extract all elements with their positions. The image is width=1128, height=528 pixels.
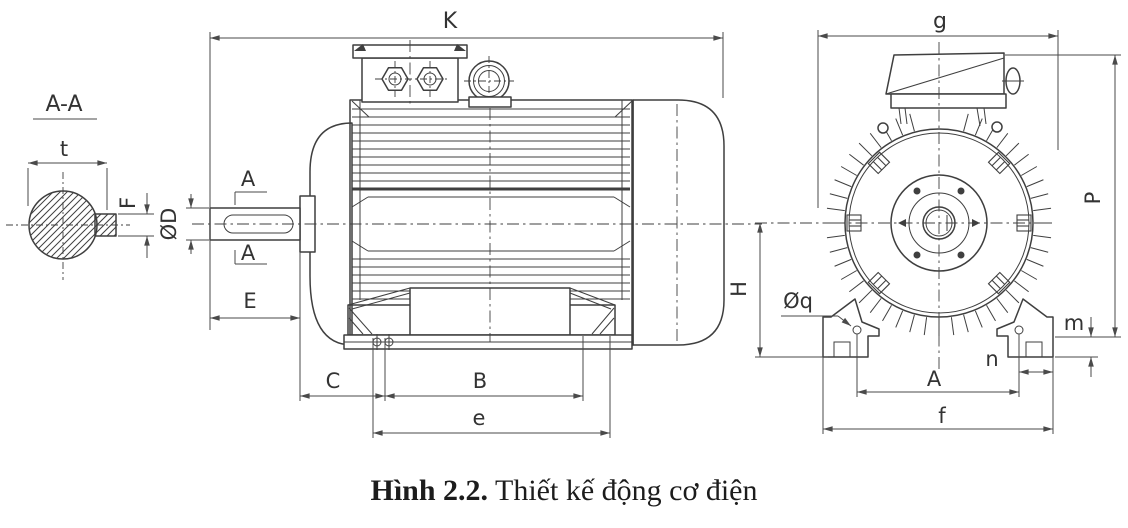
dim-label-t: t <box>60 137 68 161</box>
motor-technical-drawing: A-A t F <box>6 9 1121 438</box>
section-title: A-A <box>45 92 82 117</box>
dim-label-q: Øq <box>783 289 813 313</box>
front-endbell <box>309 122 353 346</box>
dim-shaft-length: E <box>210 252 301 401</box>
dim-height-p: P <box>1005 54 1121 337</box>
dim-shaft-diameter: ØD <box>157 194 209 254</box>
side-view: A A K ØD E C <box>157 9 762 438</box>
section-view-aa: A-A t F <box>6 92 154 280</box>
dim-label-e-shaft: E <box>243 289 256 313</box>
hatch-pattern <box>29 191 116 259</box>
terminal-box-front <box>877 52 1024 134</box>
front-view: g P H Øq m <box>727 9 1121 434</box>
dim-n: n <box>985 347 1053 375</box>
cooling-fins-side <box>351 108 631 300</box>
dim-label-h: H <box>727 281 751 297</box>
dim-label-g: g <box>933 9 947 34</box>
box-lid <box>885 52 1005 95</box>
dim-overall-length: K <box>209 9 724 330</box>
dim-foot-span: A <box>856 334 1020 397</box>
dim-hole-diameter: Øq <box>781 289 852 327</box>
section-cut-marks: A A <box>234 167 267 265</box>
dim-b: B <box>385 336 584 401</box>
dim-label-f-key: F <box>116 197 140 209</box>
dim-label-a: A <box>927 367 942 391</box>
dim-foot-thickness: m <box>1055 311 1121 377</box>
dim-label-n: n <box>985 347 998 371</box>
cooling-fins-front <box>826 113 1052 336</box>
figure-caption: Hình 2.2. Thiết kế động cơ điện <box>0 474 1128 508</box>
mounting-feet-front <box>822 298 1054 358</box>
dim-label-d: ØD <box>157 208 181 241</box>
mounting-foot-side <box>343 287 633 350</box>
rear-endcap <box>632 99 725 346</box>
terminal-box-side <box>352 40 468 106</box>
dim-t: t <box>27 137 108 210</box>
dim-label-p: P <box>1081 192 1105 205</box>
dim-label-k: K <box>443 9 458 34</box>
dim-label-b: B <box>473 369 487 393</box>
figure-number: Hình 2.2. <box>370 474 489 507</box>
box-bolt-left <box>877 122 889 134</box>
dim-foot-width: f <box>822 357 1054 434</box>
dim-overall-width: g <box>817 9 1059 208</box>
dim-label-m: m <box>1064 311 1084 335</box>
dim-e-total: e <box>372 336 611 438</box>
stator-clips <box>846 151 1032 295</box>
lifting-eye <box>464 56 514 108</box>
dim-key-height: F <box>116 193 154 258</box>
cut-mark-label-top: A <box>241 167 256 191</box>
figure-title: Thiết kế động cơ điện <box>488 474 758 507</box>
cut-mark-label-bottom: A <box>241 241 256 265</box>
dim-center-height: H <box>727 222 833 358</box>
dim-c: C <box>300 338 386 401</box>
box-bolt-right <box>991 121 1003 133</box>
dim-label-c: C <box>326 369 341 393</box>
dim-label-f: f <box>938 404 946 428</box>
dim-label-e-total: e <box>473 406 486 430</box>
